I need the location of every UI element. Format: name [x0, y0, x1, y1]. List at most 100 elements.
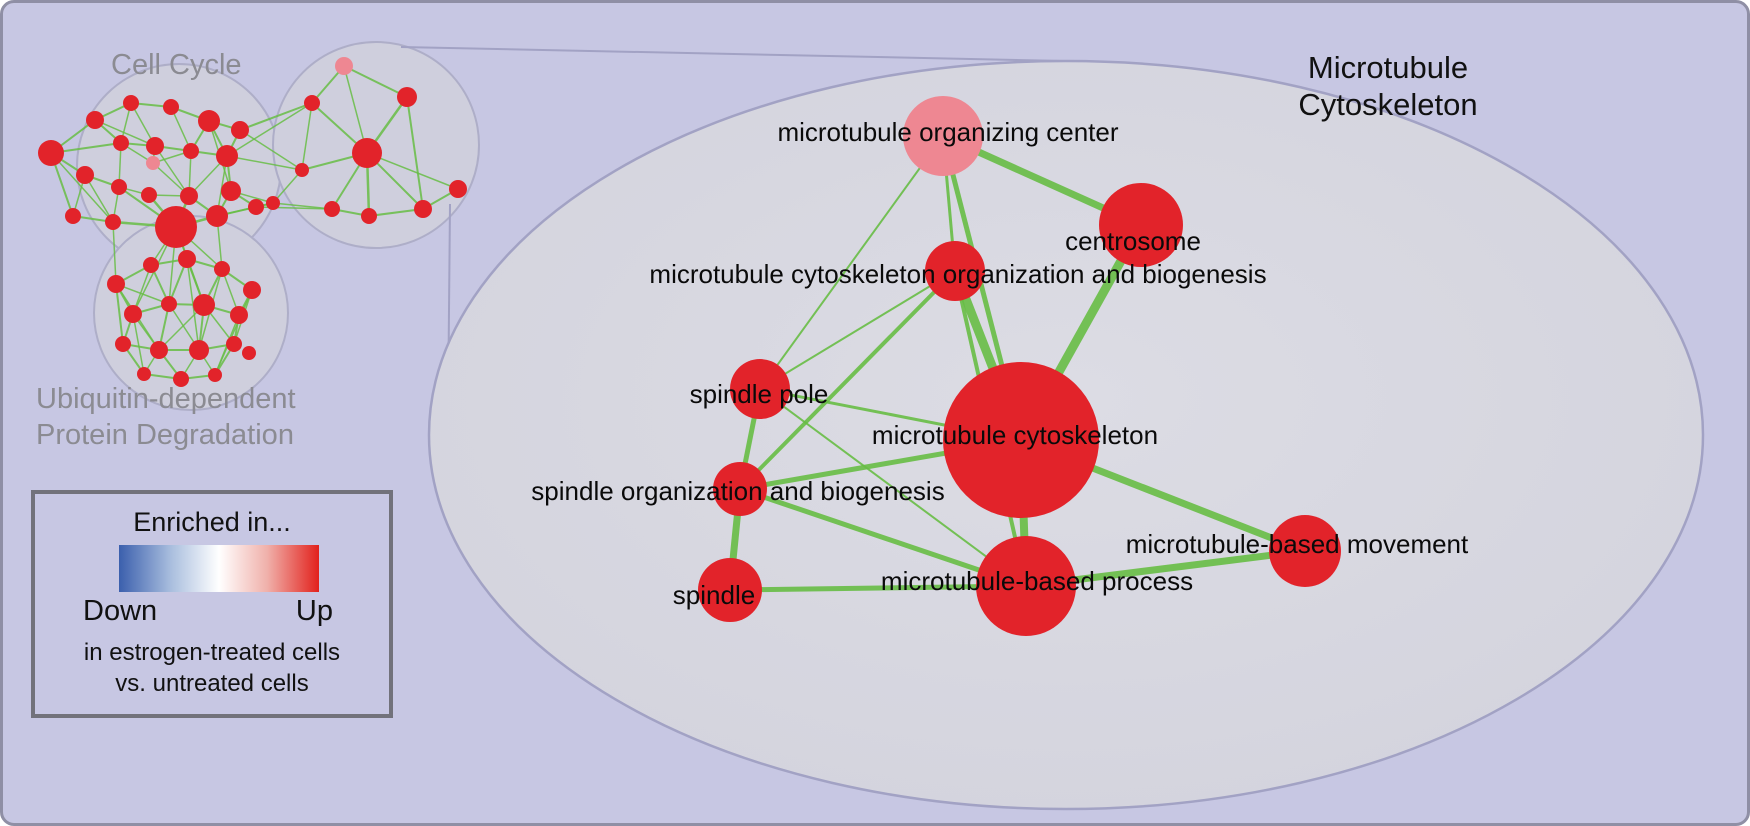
overview-node	[161, 296, 177, 312]
zoom-node-centrosome	[1099, 183, 1183, 267]
overview-edge	[154, 145, 190, 197]
overview-node	[150, 341, 168, 359]
cluster-title-microtubule: Microtubule Cytoskeleton	[1275, 49, 1501, 123]
overview-node	[198, 110, 220, 132]
overview-node	[216, 145, 238, 167]
overview-node	[397, 87, 417, 107]
legend-caption-line2: vs. untreated cells	[115, 670, 309, 697]
overview-node	[189, 340, 209, 360]
cluster-title-cell-cycle: Cell Cycle	[111, 49, 242, 81]
overview-node	[266, 196, 280, 210]
overview-node	[111, 179, 127, 195]
zoom-edge-moc-spole	[759, 135, 944, 390]
zoom-node-spindle	[698, 558, 762, 622]
zoom-edge-sob-mbp	[739, 486, 1027, 589]
zoom-node-label-mc: microtubule cytoskeleton	[872, 420, 1158, 450]
overview-edge	[239, 102, 313, 131]
zoom-node-mbp	[976, 536, 1076, 636]
overview-edge	[226, 102, 313, 157]
overview-edge	[115, 283, 170, 305]
overview-node	[178, 250, 196, 268]
zoom-node-label-spindle: spindle	[673, 580, 755, 610]
zoom-node-mc	[943, 362, 1099, 518]
legend-box: Enriched in... Down Up in estrogen-treat…	[31, 490, 393, 718]
overview-edge	[272, 202, 333, 210]
overview-node	[141, 187, 157, 203]
overview-node	[115, 336, 131, 352]
overview-node	[163, 99, 179, 115]
overview-node	[214, 261, 230, 277]
network-canvas: microtubule organizing center centrosome m…	[38, 41, 1705, 811]
overview-edge	[406, 96, 424, 210]
overview-node	[38, 140, 64, 166]
legend-caption: in estrogen-treated cells vs. untreated …	[35, 637, 389, 699]
overview-edge	[343, 65, 408, 98]
overview-edge	[239, 129, 303, 171]
overview-node	[361, 208, 377, 224]
overview-node	[155, 206, 197, 248]
overview-node	[324, 201, 340, 217]
overview-node	[86, 111, 104, 129]
overview-edge	[84, 174, 114, 223]
overview-node	[414, 200, 432, 218]
overview-node	[123, 95, 139, 111]
overview-node	[221, 181, 241, 201]
overview-node	[173, 371, 189, 387]
overview-edge	[226, 155, 303, 171]
overview-edge	[368, 208, 424, 217]
zoom-node-sob	[713, 462, 767, 516]
zoom-node-mbm	[1269, 515, 1341, 587]
overview-node	[143, 257, 159, 273]
overview-node	[107, 275, 125, 293]
overview-node	[206, 205, 228, 227]
cluster-title-microtubule-line2: Cytoskeleton	[1298, 87, 1478, 122]
zoom-edge-spole-mbp	[759, 388, 1027, 587]
overview-edge	[115, 283, 124, 345]
cluster-title-ubiquitin-line2: Protein Degradation	[36, 419, 294, 451]
legend-caption-line1: in estrogen-treated cells	[83, 639, 341, 666]
overview-edge	[272, 169, 303, 204]
overview-node	[146, 137, 164, 155]
zoom-node-label-centrosome: centrosome	[1065, 226, 1201, 256]
overview-node	[335, 57, 353, 75]
zoom-connector-0	[400, 46, 1066, 62]
overview-node	[76, 166, 94, 184]
zoom-node-mcob	[925, 241, 985, 301]
overview-node	[304, 95, 320, 111]
legend-down-label: Down	[83, 595, 158, 627]
zoom-node-label-spole: spindle pole	[690, 379, 829, 409]
cluster-title-ubiquitin-line1: Ubiquitin-dependent	[36, 383, 296, 415]
zoom-edge-mcob-spole	[759, 270, 956, 390]
overview-node	[449, 180, 467, 198]
overview-edge	[132, 313, 145, 375]
overview-node	[226, 336, 242, 352]
overview-node	[180, 187, 198, 205]
overview-edge	[301, 102, 313, 171]
overview-node	[295, 163, 309, 177]
overview-node	[230, 306, 248, 324]
overview-node	[65, 208, 81, 224]
zoom-node-moc	[903, 96, 983, 176]
zoom-edge-mcob-sob	[738, 269, 957, 491]
overview-edge	[170, 106, 192, 152]
overview-node	[352, 138, 382, 168]
overview-node	[105, 214, 121, 230]
overview-node	[183, 143, 199, 159]
zoom-node-spole	[730, 359, 790, 419]
overview-node	[208, 368, 222, 382]
overview-node	[242, 346, 256, 360]
legend-color-gradient	[119, 545, 319, 592]
overview-node	[248, 199, 264, 215]
zoom-node-label-mbp: microtubule-based process	[881, 566, 1193, 596]
overview-node	[124, 305, 142, 323]
zoom-node-label-moc: microtubule organizing center	[777, 117, 1118, 147]
cluster-title-ubiquitin: Ubiquitin-dependent Protein Degradation	[36, 381, 296, 453]
overview-edge	[366, 152, 459, 190]
overview-node	[231, 121, 249, 139]
overview-node	[193, 294, 215, 316]
legend-title: Enriched in...	[133, 507, 291, 537]
overview-node	[243, 281, 261, 299]
zoom-node-label-mbm: microtubule-based movement	[1126, 529, 1469, 559]
cluster-title-microtubule-line1: Microtubule	[1307, 50, 1469, 85]
